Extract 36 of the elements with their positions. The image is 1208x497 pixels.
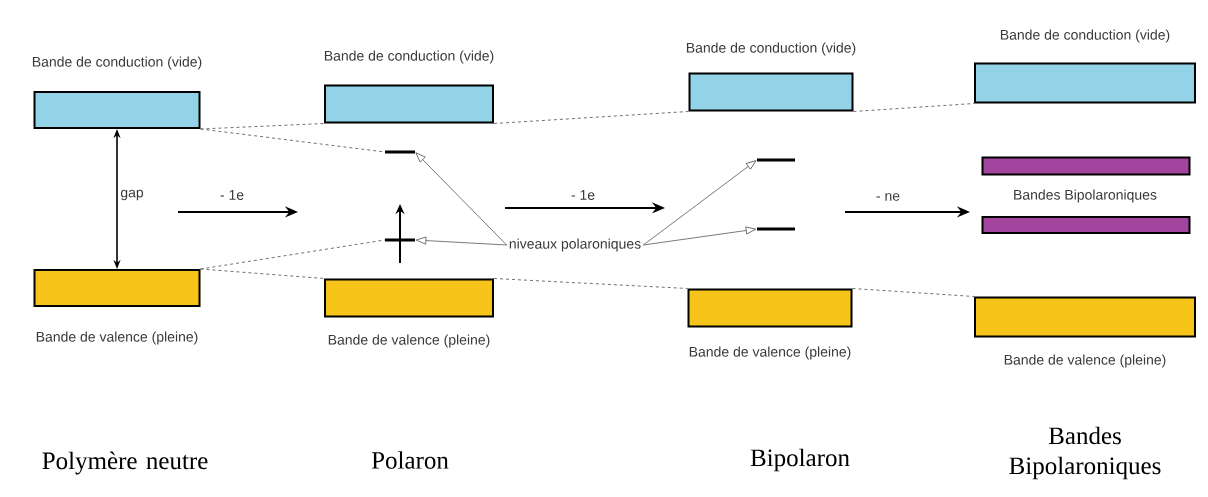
dashed-line xyxy=(200,239,386,270)
band-label: Bande de valence (pleine) xyxy=(689,346,851,360)
energy-level xyxy=(757,158,795,162)
leader-arrow xyxy=(415,152,507,246)
dashed-line xyxy=(200,128,386,153)
band-label: Bande de valence (pleine) xyxy=(328,334,490,348)
band-label: Bande de conduction (vide) xyxy=(686,42,856,56)
dashed-line xyxy=(493,111,689,124)
transition-label: - 1e xyxy=(571,190,595,200)
band-label: Bande de conduction (vide) xyxy=(32,56,202,70)
band-label: Bande de conduction (vide) xyxy=(1000,29,1170,43)
edge-label: gap xyxy=(119,188,145,202)
column-title: Bandes Bipolaroniques xyxy=(1009,426,1161,480)
leader-arrow xyxy=(643,160,757,246)
annotation-text: niveaux polaroniques xyxy=(509,238,641,252)
energy-level xyxy=(385,238,415,242)
leader-arrow xyxy=(415,236,507,246)
transition-label: - 1e xyxy=(220,190,244,200)
energy-level xyxy=(385,150,415,154)
band-rectangle xyxy=(981,156,1191,176)
dashed-line xyxy=(200,268,325,279)
dashed-line xyxy=(200,123,325,130)
band-label: Bande de valence (pleine) xyxy=(1004,354,1166,368)
band-label: Bande de conduction (vide) xyxy=(324,50,494,64)
column-title: Bipolaron xyxy=(750,448,850,472)
dashed-line xyxy=(852,288,975,297)
energy-level xyxy=(757,227,795,231)
band-label: Bandes Bipolaroniques xyxy=(1014,189,1157,203)
band-rectangle xyxy=(981,216,1191,234)
column-title: Polaron xyxy=(371,451,449,469)
dashed-line xyxy=(853,103,975,112)
band-label: Bande de valence (pleine) xyxy=(36,331,198,345)
column-title: Polymère neutre xyxy=(42,451,208,475)
transition-label: - ne xyxy=(876,193,900,201)
leader-arrow xyxy=(643,226,757,246)
dashed-line xyxy=(493,278,688,289)
